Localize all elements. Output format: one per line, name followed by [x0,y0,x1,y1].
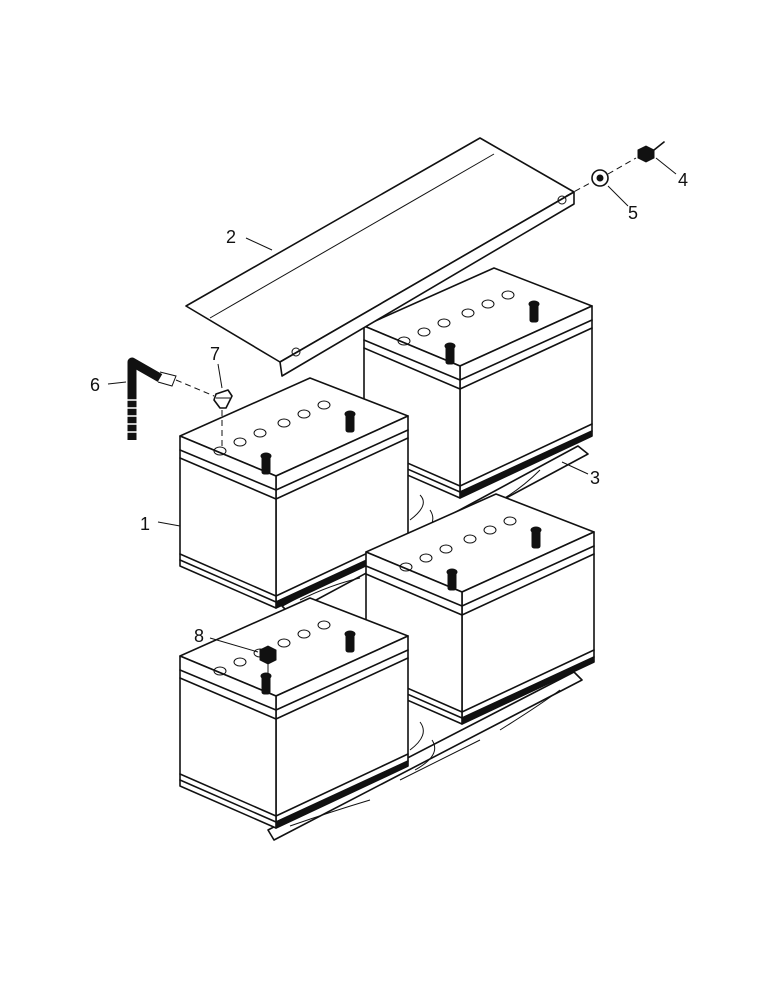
callout-5: 5 [628,203,638,223]
callout-7: 7 [210,344,220,364]
j-bolt-rod-icon [126,357,215,440]
callout-1: 1 [140,514,150,534]
callout-8: 8 [194,626,204,646]
hardware-axis-line [565,157,637,197]
battery-front-lower [179,597,409,829]
callout-3: 3 [590,468,600,488]
leader-lines [107,157,677,653]
callout-2: 2 [226,227,236,247]
terminal-cap-icon [259,645,277,674]
washer-icon [591,169,609,187]
callout-6: 6 [90,375,100,395]
callout-4: 4 [678,170,688,190]
bolt-nut-icon [637,141,665,163]
wooden-tray-lower [267,671,583,841]
vent-plug-icon [213,389,233,446]
battery-cover-plate [185,137,575,377]
